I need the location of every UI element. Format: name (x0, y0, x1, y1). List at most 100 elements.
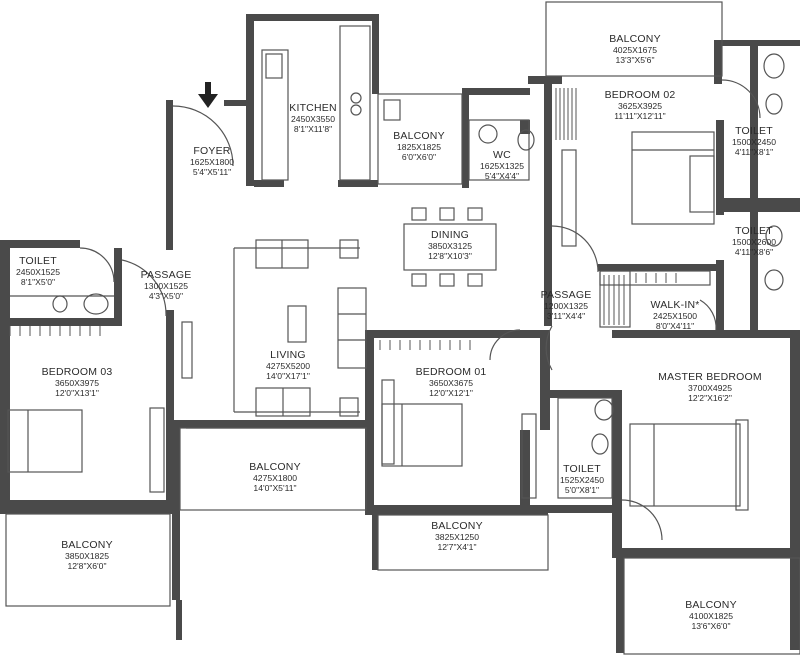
label-passage-mid: PASSAGE 1200X1325 3'11"X4'4" (534, 290, 598, 322)
label-toilet-b03: TOILET 2450X1525 8'1"X5'0" (6, 256, 70, 288)
room-name: PASSAGE (140, 269, 192, 281)
room-name: BALCONY (393, 130, 445, 142)
room-size-ft: 4'11"X8'1" (734, 147, 774, 157)
room-size-ft: 12'8"X6'0" (67, 561, 107, 571)
wc-icon (52, 53, 785, 455)
label-master-bedroom: MASTER BEDROOM 3700X4925 12'2"X16'2" (648, 372, 772, 404)
room-size-mm: 1825X1825 (397, 141, 441, 152)
room-name: WC (493, 149, 511, 161)
room-size-mm: 3850X3125 (428, 240, 472, 251)
room-size-ft: 5'4"X4'4" (484, 171, 520, 181)
room-name: BALCONY (685, 599, 737, 611)
room-size-ft: 4'11"X8'6" (734, 247, 774, 257)
room-name: BEDROOM 03 (41, 366, 113, 378)
room-name: WALK-IN* (650, 299, 700, 311)
room-name: BALCONY (609, 33, 661, 45)
room-size-mm: 4025X1675 (613, 44, 657, 55)
room-name: TOILET (735, 125, 773, 137)
room-size-mm: 3625X3925 (618, 100, 662, 111)
room-size-mm: 1625X1800 (190, 156, 234, 167)
room-name: BEDROOM 02 (604, 89, 676, 101)
room-size-mm: 4275X5200 (266, 360, 310, 371)
room-name: BEDROOM 01 (415, 366, 487, 378)
room-size-ft: 8'1"X5'0" (20, 277, 56, 287)
label-walkin: WALK-IN* 2425X1500 8'0"X4'11" (642, 300, 708, 332)
room-size-mm: 1500X2450 (732, 136, 776, 147)
bed-icon (7, 131, 741, 507)
room-size-ft: 12'8"X10'3" (428, 251, 472, 261)
room-size-ft: 5'4"X5'11" (192, 167, 232, 177)
room-size-mm: 1625X1325 (480, 160, 524, 171)
room-size-ft: 8'1"X11'8" (293, 124, 333, 134)
shelving-hatch (9, 88, 677, 350)
room-size-ft: 13'3"X5'6" (615, 55, 655, 65)
label-toilet-b01: TOILET 1525X2450 5'0"X8'1" (552, 464, 612, 496)
room-size-ft: 11'11"X12'11" (614, 111, 666, 121)
walls (0, 14, 800, 653)
room-size-ft: 12'7"X4'1" (437, 542, 477, 552)
label-balcony-kitchen: BALCONY 1825X1825 6'0"X6'0" (384, 131, 454, 163)
label-foyer: FOYER 1625X1800 5'4"X5'11" (180, 146, 244, 178)
label-passage-left: PASSAGE 1300X1525 4'3"X5'0" (134, 270, 198, 302)
room-size-ft: 6'0"X6'0" (401, 152, 437, 162)
room-name: KITCHEN (289, 102, 337, 114)
room-size-mm: 1500X2600 (732, 236, 776, 247)
room-name: BALCONY (431, 520, 483, 532)
label-balcony-master: BALCONY 4100X1825 13'6"X6'0" (672, 600, 750, 632)
room-name: BALCONY (249, 461, 301, 473)
room-name: TOILET (19, 255, 57, 267)
room-size-mm: 3850X1825 (65, 550, 109, 561)
label-kitchen: KITCHEN 2450X3550 8'1"X11'8" (280, 103, 346, 135)
label-wc: WC 1625X1325 5'4"X4'4" (470, 150, 534, 182)
room-size-ft: 3'11"X4'4" (546, 311, 586, 321)
furniture (7, 53, 785, 507)
room-size-ft: 13'6"X6'0" (691, 621, 731, 631)
room-size-ft: 14'0"X5'11" (253, 483, 297, 493)
label-toilet-master: TOILET 1500X2600 4'11"X8'6" (724, 226, 784, 258)
room-size-mm: 3650X3975 (55, 377, 99, 388)
room-name: DINING (431, 229, 469, 241)
label-balcony-top: BALCONY 4025X1675 13'3"X5'6" (590, 34, 680, 66)
room-size-mm: 3650X3675 (429, 377, 473, 388)
room-size-mm: 2425X1500 (653, 310, 697, 321)
room-size-ft: 8'0"X4'11" (655, 321, 695, 331)
room-name: PASSAGE (540, 289, 592, 301)
room-name: TOILET (563, 463, 601, 475)
room-name: BALCONY (61, 539, 113, 551)
room-size-ft: 12'2"X16'2" (688, 393, 732, 403)
label-living: LIVING 4275X5200 14'0"X17'1" (256, 350, 320, 382)
room-name: LIVING (270, 349, 306, 361)
room-size-mm: 2450X1525 (16, 266, 60, 277)
room-size-ft: 5'0"X8'1" (564, 485, 600, 495)
room-size-ft: 12'0"X13'1" (55, 388, 99, 398)
room-name: FOYER (193, 145, 231, 157)
room-size-mm: 3825X1250 (435, 531, 479, 542)
room-size-mm: 4100X1825 (689, 610, 733, 621)
entry-arrow-icon (198, 82, 218, 108)
room-size-mm: 2450X3550 (291, 113, 335, 124)
label-toilet-b02: TOILET 1500X2450 4'11"X8'1" (724, 126, 784, 158)
room-size-mm: 1200X1325 (544, 300, 588, 311)
kitchen-sink-icon (265, 53, 283, 79)
room-size-ft: 14'0"X17'1" (266, 371, 310, 381)
room-size-ft: 4'3"X5'0" (148, 291, 184, 301)
room-name: MASTER BEDROOM (658, 371, 762, 383)
label-dining: DINING 3850X3125 12'8"X10'3" (412, 230, 488, 262)
label-balcony-living: BALCONY 4275X1800 14'0"X5'11" (238, 462, 312, 494)
room-size-mm: 4275X1800 (253, 472, 297, 483)
label-balcony-b01: BALCONY 3825X1250 12'7"X4'1" (420, 521, 494, 553)
thin-lines (5, 1, 800, 655)
room-size-mm: 1525X2450 (560, 474, 604, 485)
sofa-icon (255, 239, 367, 417)
room-name: TOILET (735, 225, 773, 237)
room-size-ft: 12'0"X12'1" (429, 388, 473, 398)
label-bedroom-02: BEDROOM 02 3625X3925 11'11"X12'11" (598, 90, 682, 122)
room-size-mm: 3700X4925 (688, 382, 732, 393)
label-bedroom-01: BEDROOM 01 3650X3675 12'0"X12'1" (406, 367, 496, 399)
room-size-mm: 1300X1525 (144, 280, 188, 291)
label-balcony-b03: BALCONY 3850X1825 12'8"X6'0" (52, 540, 122, 572)
dining-table-icon (403, 207, 497, 287)
label-bedroom-03: BEDROOM 03 3650X3975 12'0"X13'1" (32, 367, 122, 399)
